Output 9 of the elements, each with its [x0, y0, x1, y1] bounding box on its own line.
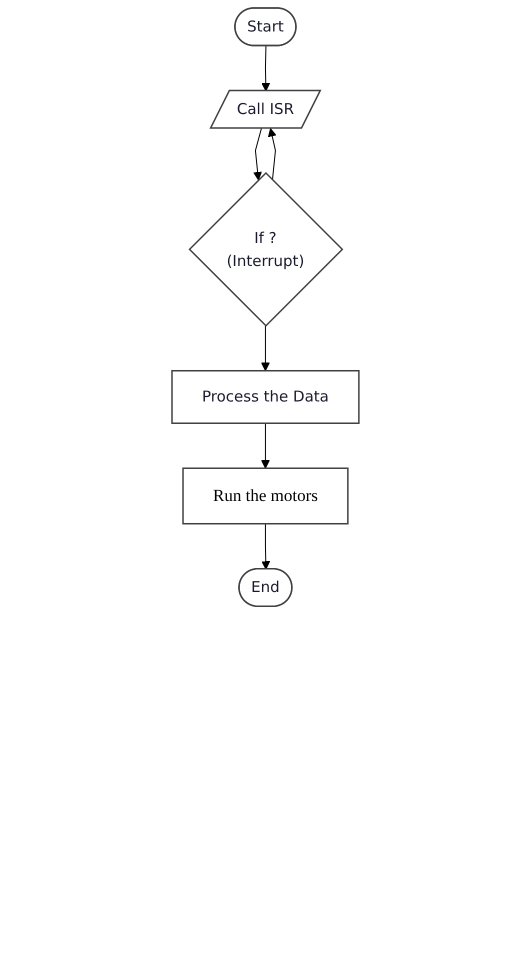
arrow [260, 422, 270, 469]
node-box: Run the motors [182, 467, 348, 524]
arrow [252, 128, 262, 180]
arrow [260, 46, 270, 92]
node-box: Process the Data [170, 370, 360, 424]
node-diamond: If ? (Interrupt) [188, 172, 343, 327]
arrow [260, 523, 270, 570]
arrow [268, 128, 276, 181]
arrow [260, 325, 270, 372]
